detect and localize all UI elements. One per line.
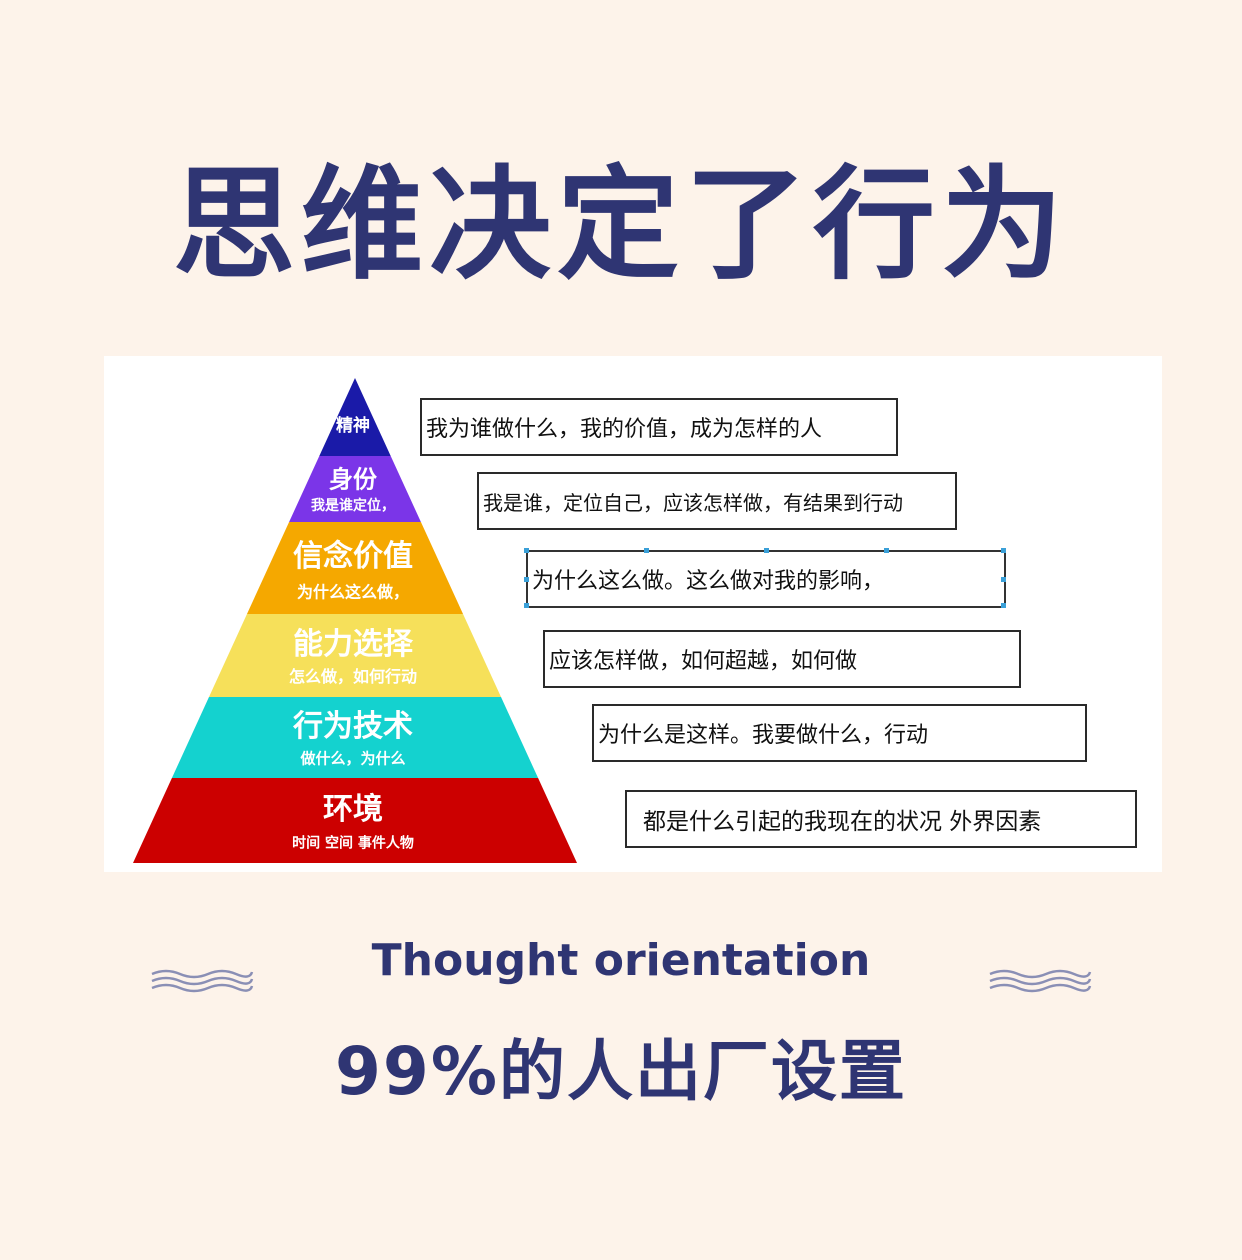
description-box-environment: 都是什么引起的我现在的状况 外界因素 bbox=[625, 790, 1137, 848]
pyramid-layer-sublabel: 时间 空间 事件人物 bbox=[292, 835, 414, 852]
pyramid-layer-sublabel: 我是谁定位， bbox=[311, 497, 395, 514]
pyramid-layer-label: 行为技术 bbox=[292, 709, 413, 744]
selection-handle[interactable] bbox=[524, 548, 529, 553]
description-box-ability: 应该怎样做，如何超越，如何做 bbox=[543, 630, 1021, 688]
wave-decoration-left bbox=[151, 969, 254, 993]
subtitle: Thought orientation bbox=[371, 935, 871, 986]
pyramid-layer-label: 信念价值 bbox=[293, 539, 413, 574]
description-box-identity: 我是谁，定位自己，应该怎样做，有结果到行动 bbox=[477, 472, 957, 530]
selection-handle[interactable] bbox=[644, 548, 649, 553]
bottom-caption: 99%的人出厂设置 bbox=[335, 1033, 907, 1110]
pyramid-layer bbox=[133, 778, 577, 863]
pyramid-layer bbox=[289, 456, 421, 522]
pyramid-layer-sublabel: 为什么这么做， bbox=[297, 582, 409, 601]
description-text: 应该怎样做，如何超越，如何做 bbox=[549, 649, 858, 674]
pyramid-layer-label: 能力选择 bbox=[293, 627, 414, 662]
selection-handle[interactable] bbox=[884, 548, 889, 553]
pyramid-layer bbox=[208, 614, 502, 697]
selection-handle[interactable] bbox=[1001, 577, 1006, 582]
pyramid-layer-sublabel: 怎么做，如何行动 bbox=[289, 667, 417, 686]
pyramid-layer-label: 身份 bbox=[329, 466, 378, 494]
selection-handle[interactable] bbox=[764, 548, 769, 553]
pyramid-layer-label: 环境 bbox=[323, 792, 383, 827]
description-text: 我为谁做什么，我的价值，成为怎样的人 bbox=[426, 417, 823, 442]
pyramid-diagram: 精神身份我是谁定位， 信念价值为什么这么做， 能力选择怎么做，如何行动行为技术做什么… bbox=[104, 356, 1162, 872]
pyramid-layer-label: 精神 bbox=[336, 415, 370, 436]
selection-handle[interactable] bbox=[1001, 603, 1006, 608]
pyramid-layer-sublabel: 做什么，为什么 bbox=[299, 749, 405, 767]
description-box-beliefs[interactable]: 为什么这么做。这么做对我的影响， bbox=[524, 548, 1006, 608]
description-box-behavior: 为什么是这样。我要做什么，行动 bbox=[592, 704, 1087, 762]
page-title: 思维决定了行为 bbox=[173, 154, 1069, 296]
selection-handle[interactable] bbox=[1001, 548, 1006, 553]
description-box-spirit: 我为谁做什么，我的价值，成为怎样的人 bbox=[420, 398, 898, 456]
description-text: 都是什么引起的我现在的状况 外界因素 bbox=[643, 809, 1042, 835]
selection-handle[interactable] bbox=[524, 603, 529, 608]
description-text: 为什么这么做。这么做对我的影响， bbox=[532, 569, 885, 594]
pyramid-layer bbox=[171, 697, 539, 778]
description-text: 我是谁，定位自己，应该怎样做，有结果到行动 bbox=[483, 490, 903, 515]
pyramid-layer bbox=[246, 522, 464, 614]
pyramid-layer bbox=[319, 378, 391, 456]
selection-handle[interactable] bbox=[524, 577, 529, 582]
wave-decoration-right bbox=[989, 969, 1092, 993]
description-text: 为什么是这样。我要做什么，行动 bbox=[598, 723, 929, 748]
